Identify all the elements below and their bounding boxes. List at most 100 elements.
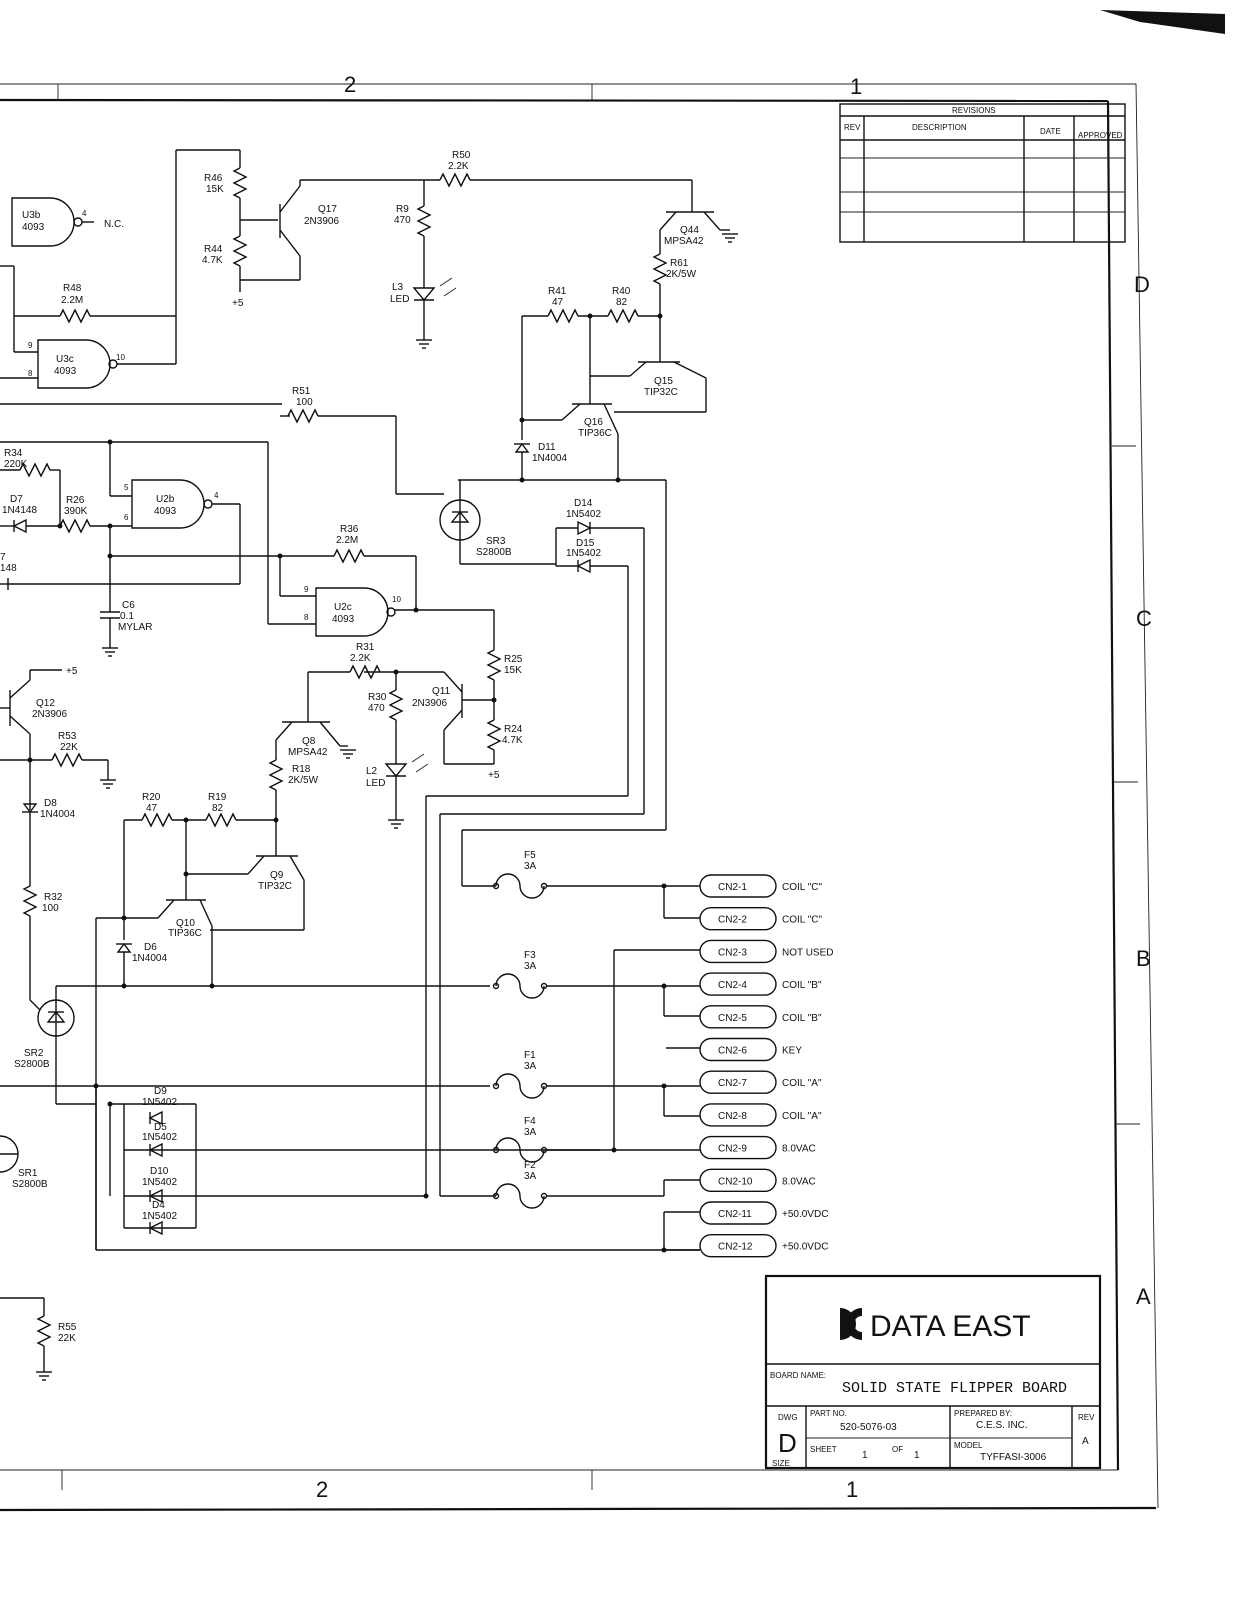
q17-ref: Q17 <box>318 204 337 215</box>
f4-ref: F4 <box>524 1116 536 1127</box>
c6-type: MYLAR <box>118 622 152 633</box>
r50-ref: R50 <box>452 150 471 161</box>
board-name: SOLID STATE FLIPPER BOARD <box>842 1380 1067 1397</box>
q11-transistor: Q11 2N3906 <box>364 671 494 765</box>
title-block: DATA EAST BOARD NAME: SOLID STATE FLIPPE… <box>764 1274 1102 1470</box>
connector-pin-label: COIL "B" <box>782 1013 822 1024</box>
q12-part: 2N3906 <box>32 709 67 720</box>
d7-diode: D7 1N4148 <box>0 494 60 534</box>
connector-pin-label: 8.0VAC <box>782 1176 816 1187</box>
revisions-title: REVISIONS <box>952 106 996 115</box>
connector-pin-id: CN2-10 <box>718 1176 753 1187</box>
d11-ref: D11 <box>538 442 556 453</box>
size-label: SIZE <box>772 1459 790 1468</box>
connector-pin-outline <box>699 939 777 964</box>
f3-fuse: F3 3A <box>492 950 548 999</box>
u2b-part: 4093 <box>154 506 177 517</box>
l3-ref: L3 <box>392 282 404 293</box>
d10-ref: D10 <box>150 1166 169 1177</box>
connector-pin-id: CN2-8 <box>718 1111 747 1122</box>
f1-ref: F1 <box>524 1050 536 1061</box>
sr3-part: S2800B <box>476 547 512 558</box>
r55-value: 22K <box>58 1333 76 1344</box>
connector-pin-label: 8.0VAC <box>782 1144 816 1155</box>
r53-value: 22K <box>60 742 78 753</box>
sheet-total: 1 <box>914 1450 920 1461</box>
zone-bottom-2: 2 <box>316 1477 328 1502</box>
r55-ref: R55 <box>58 1322 77 1333</box>
drawing-border <box>0 10 1225 1512</box>
r9-value: 470 <box>394 215 411 226</box>
d14-diode: D14 1N5402 <box>556 498 644 536</box>
d6-ref: D6 <box>144 942 157 953</box>
f2-ref: F2 <box>524 1160 536 1171</box>
connector-pin-outline <box>699 1135 777 1160</box>
r32-value: 100 <box>42 903 59 914</box>
u2c-pin-out: 10 <box>392 595 401 604</box>
q11-ref: Q11 <box>432 686 451 697</box>
revisions-header-date: DATE <box>1040 127 1061 136</box>
q12-rail: +5 <box>66 666 78 677</box>
f2-rating: 3A <box>524 1171 537 1182</box>
u3b-ref: U3b <box>22 210 41 221</box>
q17-transistor: Q17 2N3906 <box>240 179 440 281</box>
r30-ref: R30 <box>368 692 387 703</box>
connector-pin-id: CN2-2 <box>718 915 747 926</box>
sr2-part: S2800B <box>14 1059 50 1070</box>
r61-value: 2K/5W <box>666 269 697 280</box>
r50-value: 2.2K <box>448 161 469 172</box>
r18-ref: R18 <box>292 764 311 775</box>
r41-ref: R41 <box>548 286 567 297</box>
r24-rail: +5 <box>488 770 500 781</box>
connector-pin-id: CN2-1 <box>718 882 747 893</box>
connector-pin-outline <box>699 1103 777 1127</box>
of-label: OF <box>892 1445 903 1454</box>
r51-value: 100 <box>296 397 313 408</box>
sheet-number: 1 <box>862 1450 868 1461</box>
d7b-part: 148 <box>0 563 17 574</box>
r46-ref: R46 <box>204 173 223 184</box>
r40-ref: R40 <box>612 286 631 297</box>
q44-transistor: Q44 MPSA42 <box>659 180 738 254</box>
d7b-diode: 7 148 <box>0 552 240 590</box>
f4-fuse: F4 3A <box>492 1116 548 1163</box>
d15-diode: D15 1N5402 <box>556 538 628 574</box>
connector-pin-outline <box>699 1168 777 1193</box>
f1-fuse: F1 3A <box>492 1050 548 1099</box>
l2-ref: L2 <box>366 766 378 777</box>
ground-l3 <box>416 339 432 349</box>
q16-part: TIP36C <box>578 428 612 439</box>
q9-ref: Q9 <box>270 870 284 881</box>
r20-value: 47 <box>146 803 158 814</box>
q9-transistor: Q9 TIP32C <box>183 855 305 931</box>
connector-pin-outline <box>699 1005 777 1029</box>
u3c-pin-b: 8 <box>28 369 33 378</box>
d10-part: 1N5402 <box>142 1177 177 1188</box>
d9-diode: D9 1N5402 <box>142 1086 177 1126</box>
r18-value: 2K/5W <box>288 775 319 786</box>
r40-value: 82 <box>616 297 628 308</box>
r19-value: 82 <box>212 803 224 814</box>
d9-ref: D9 <box>154 1086 167 1097</box>
sr1-scr: SR1 S2800B <box>0 1135 48 1190</box>
connector-pin-id: CN2-6 <box>718 1046 747 1057</box>
r34-ref: R34 <box>4 448 23 459</box>
rev-value: A <box>1082 1436 1089 1447</box>
c6-ref: C6 <box>122 600 135 611</box>
connector-pin: CN2-12+50.0VDC <box>699 1233 828 1258</box>
f2-fuse: F2 3A <box>492 1160 548 1209</box>
q10-part: TIP36C <box>168 928 202 939</box>
connector-pin-label: +50.0VDC <box>782 1242 828 1253</box>
r20-ref: R20 <box>142 792 161 803</box>
d4-part: 1N5402 <box>142 1211 177 1222</box>
q17-part: 2N3906 <box>304 216 339 227</box>
f3-ref: F3 <box>524 950 536 961</box>
q10-ref: Q10 <box>176 918 195 929</box>
f5-rating: 3A <box>524 861 537 872</box>
u3b-gate: U3b 4093 4 N.C. <box>11 197 124 247</box>
